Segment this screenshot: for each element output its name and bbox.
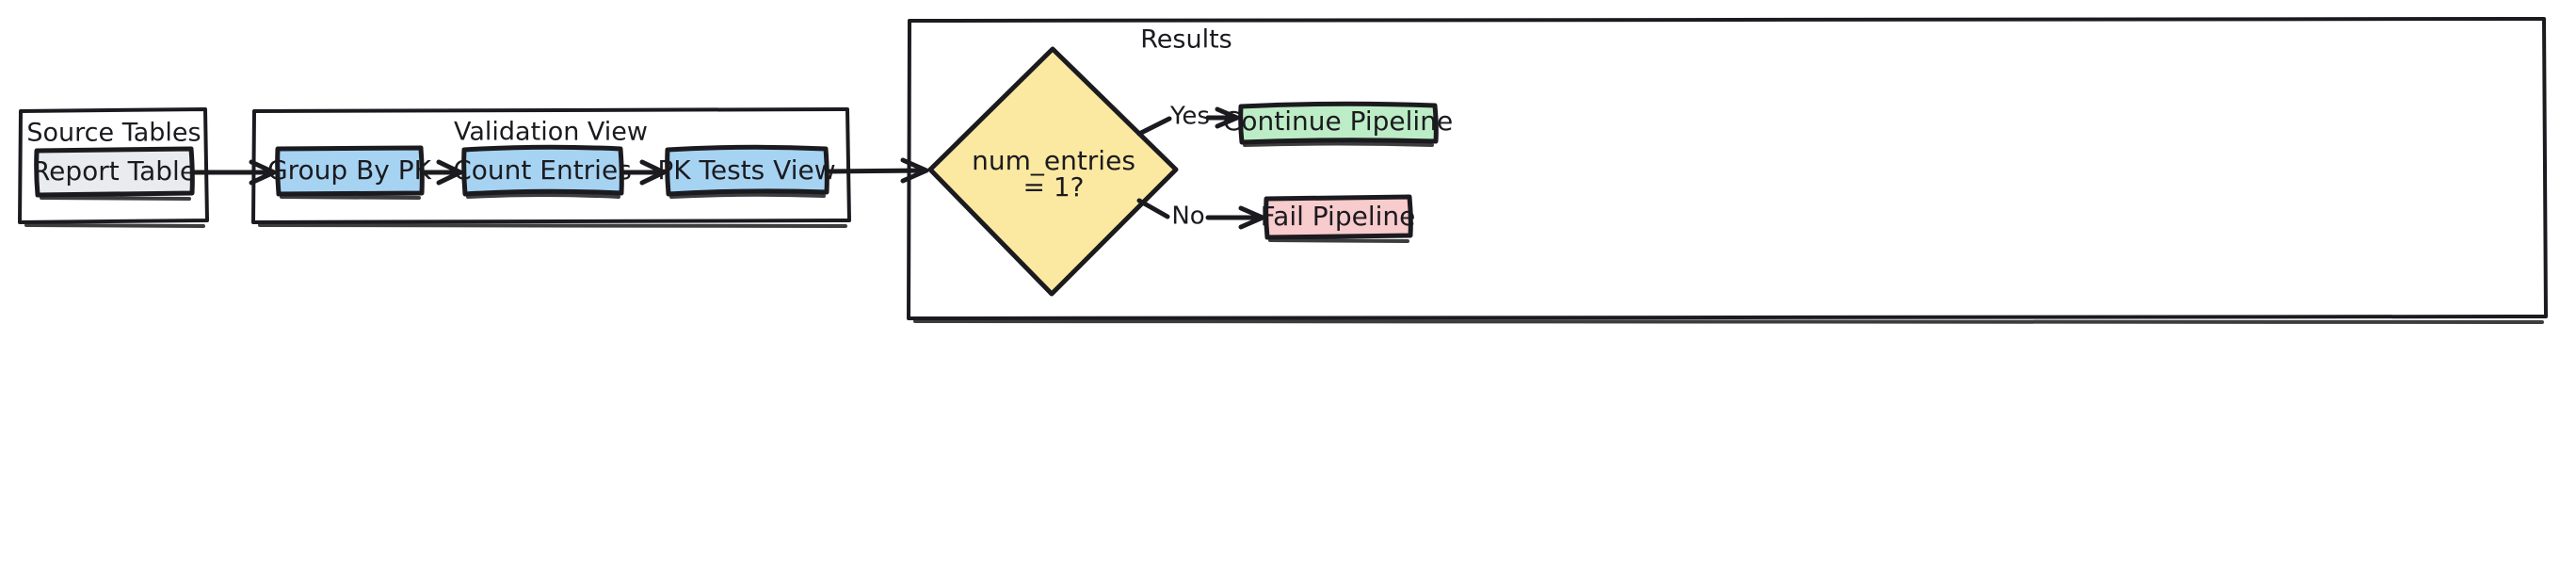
report-table-shadow bbox=[40, 196, 191, 201]
results-title: Results bbox=[1140, 25, 1232, 55]
fail-pipeline-label: Fail Pipeline bbox=[1261, 201, 1416, 232]
fail-pipeline-shadow bbox=[1268, 238, 1409, 243]
edge-label-no: No bbox=[1171, 203, 1204, 231]
count-entries-shadow bbox=[466, 193, 620, 199]
validation-view-shadow bbox=[258, 223, 847, 228]
validation-view-title: Validation View bbox=[454, 118, 648, 147]
pk-tests-view-node[interactable] bbox=[665, 144, 829, 197]
pk-tests-view-shadow bbox=[669, 192, 826, 199]
results-shadow bbox=[913, 319, 2544, 324]
continue-pipeline-shadow bbox=[1243, 141, 1434, 147]
group-by-pk-label: Group By PK bbox=[267, 154, 432, 186]
group-validation-view[interactable]: Validation View Group By PK Count Entrie… bbox=[251, 107, 851, 228]
group-by-pk-node[interactable] bbox=[275, 145, 425, 197]
group-source-tables[interactable]: Source Tables Report Table bbox=[18, 107, 209, 228]
fail-pipeline-node[interactable] bbox=[1264, 194, 1413, 240]
group-results[interactable]: Results num_entries = 1? Continue Pipeli… bbox=[907, 17, 2548, 324]
report-table-node[interactable] bbox=[34, 146, 195, 198]
num-entries-check-label-line2: = 1? bbox=[1022, 171, 1084, 203]
edge-label-yes: Yes bbox=[1169, 103, 1210, 131]
continue-pipeline-node[interactable] bbox=[1238, 101, 1439, 145]
count-entries-node[interactable] bbox=[461, 144, 624, 197]
edge-report-table-to-group-by-pk bbox=[191, 159, 277, 186]
edge-decision-to-continue-pipeline: Yes bbox=[1136, 103, 1240, 137]
group-by-pk-shadow bbox=[280, 195, 421, 200]
source-tables-title: Source Tables bbox=[26, 119, 201, 148]
pk-tests-view-label: PK Tests View bbox=[657, 154, 835, 186]
count-entries-label: Count Entries bbox=[453, 154, 632, 186]
edge-group-by-pk-to-count-entries bbox=[422, 159, 463, 186]
source-tables-shadow bbox=[24, 223, 205, 228]
report-table-label: Report Table bbox=[32, 155, 196, 187]
num-entries-check-label-line1: num_entries bbox=[972, 145, 1135, 176]
num-entries-check-node[interactable] bbox=[927, 46, 1179, 297]
results-container bbox=[907, 17, 2548, 320]
edge-decision-to-fail-pipeline: No bbox=[1136, 198, 1265, 231]
edge-count-entries-to-pk-tests-view bbox=[621, 159, 667, 186]
continue-pipeline-label: Continue Pipeline bbox=[1223, 105, 1453, 137]
edge-pk-tests-view-to-decision bbox=[827, 157, 929, 184]
